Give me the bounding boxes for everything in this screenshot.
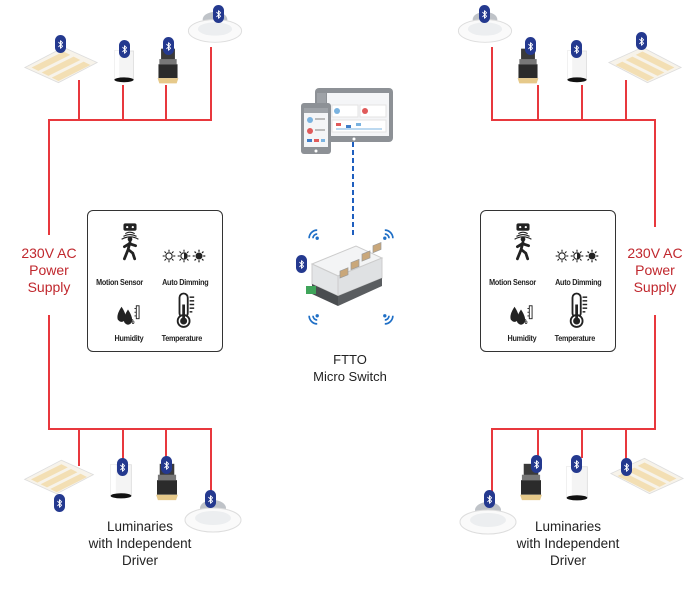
bluetooth-icon [55,35,66,53]
wire [78,428,80,466]
motion-sensor-icon [509,222,537,262]
wifi-icon [306,313,320,327]
wire [78,80,80,120]
network-link-dashed [352,142,354,238]
psu-line: Power [29,262,69,278]
temperature-icon [174,291,196,329]
sun-outline-icon [162,249,176,263]
bluetooth-icon [479,5,490,23]
sensor-label: Humidity [507,333,537,343]
caption-line: Driver [122,553,158,568]
bluetooth-icon [484,490,495,508]
bluetooth-icon [571,455,582,473]
caption-line: Luminaries [534,519,602,534]
bluetooth-icon [54,494,65,512]
humidity-icon [114,303,142,327]
switch-label: FTTO Micro Switch [290,351,410,385]
wire [165,85,167,120]
temperature-icon [567,291,589,329]
wire [491,47,493,120]
wire [491,428,493,494]
wire [165,428,167,458]
caption-line: with Independent [516,536,620,551]
sun-full-icon [192,249,206,263]
wire [654,315,656,430]
humidity-icon [507,303,535,327]
wire [48,119,50,235]
sensor-label: Temperature [161,333,203,343]
bluetooth-icon [119,40,130,58]
sensor-label: Auto Dimming [555,277,602,287]
psu-line: Supply [633,279,677,295]
sun-half-icon [570,249,584,263]
switch-label-line: Micro Switch [313,369,387,384]
wire [48,119,212,121]
wire [491,119,656,121]
bluetooth-icon [296,255,307,273]
wifi-icon [382,313,396,327]
sun-full-icon [585,249,599,263]
panel-light-icon [17,457,101,497]
wire [537,428,539,460]
wire [625,80,627,120]
bluetooth-icon [571,40,582,58]
sensor-label: Humidity [114,333,144,343]
micro-switch-device [306,241,384,306]
sun-half-icon [177,249,191,263]
left-luminaires-caption: Luminaries with Independent Driver [80,518,200,569]
bluetooth-icon [621,458,632,476]
motion-sensor-icon [116,222,144,262]
wire [210,47,212,120]
bluetooth-icon [525,37,536,55]
caption-line: Driver [550,553,586,568]
bluetooth-icon [117,458,128,476]
panel-light-icon [601,44,689,86]
wifi-icon [306,227,320,241]
sun-outline-icon [555,249,569,263]
right-sensor-box: Motion Sensor Auto Dimming Humidity Temp… [480,210,616,352]
sensor-label: Temperature [554,333,596,343]
right-luminaires-caption: Luminaries with Independent Driver [508,518,628,569]
panel-light-icon [604,455,690,497]
wire [581,85,583,120]
wire [537,85,539,120]
sensor-label: Motion Sensor [96,277,144,287]
wire [210,428,212,496]
psu-line: Power [635,262,675,278]
wire [581,428,583,458]
bluetooth-icon [163,37,174,55]
bluetooth-icon [161,456,172,474]
sensor-label: Motion Sensor [489,277,537,287]
right-power-supply-label: 230V AC Power Supply [620,245,690,296]
wire [625,428,627,464]
wire [48,428,212,430]
caption-line: Luminaries [106,519,174,534]
wifi-icon [382,227,396,241]
wire [48,315,50,430]
wire [491,428,656,430]
bluetooth-icon [213,5,224,23]
psu-line: 230V AC [627,245,683,261]
bluetooth-icon [636,32,647,50]
smartphone-icon [301,103,331,154]
psu-line: 230V AC [21,245,77,261]
left-sensor-box: Motion Sensor Auto Dimming Humidity Temp… [87,210,223,352]
wire [122,85,124,120]
psu-line: Supply [27,279,71,295]
wire [122,428,124,460]
wire [654,119,656,227]
caption-line: with Independent [88,536,192,551]
left-power-supply-label: 230V AC Power Supply [14,245,84,296]
switch-label-line: FTTO [333,352,367,367]
bluetooth-icon [205,490,216,508]
sensor-label: Auto Dimming [162,277,209,287]
bluetooth-icon [531,455,542,473]
